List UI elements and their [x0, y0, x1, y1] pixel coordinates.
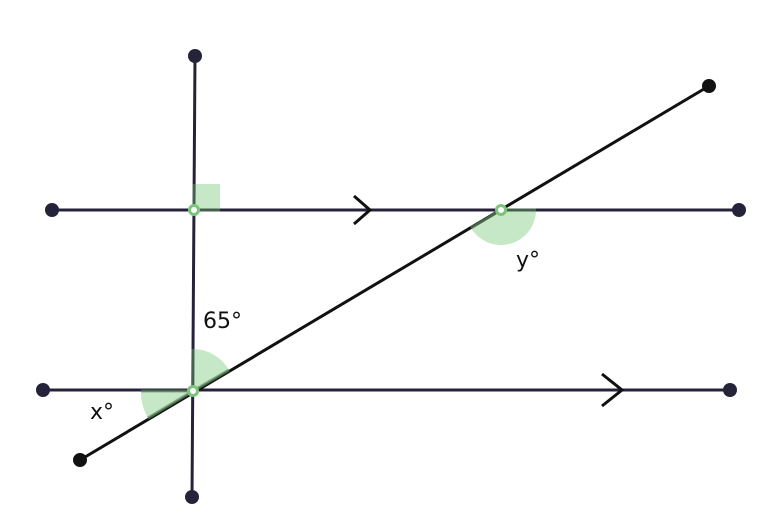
- endpoint: [45, 203, 59, 217]
- parallel-arrow-icon: [601, 372, 625, 408]
- perpendicular-line: [190, 55, 197, 498]
- intersection-point: [495, 204, 507, 216]
- parallel-arrow-icon: [353, 194, 373, 226]
- endpoint: [188, 49, 202, 63]
- transversal-line: [79, 84, 710, 462]
- overlap: [192, 368, 230, 393]
- angle-65-label: 65°: [203, 309, 242, 334]
- endpoint: [732, 203, 746, 217]
- endpoint: [73, 453, 87, 467]
- intersection-point: [188, 204, 200, 216]
- endpoint: [36, 383, 50, 397]
- intersection-point: [187, 385, 199, 397]
- endpoint: [702, 79, 716, 93]
- angle-x-label: x°: [90, 400, 114, 425]
- right-angle-marker: [194, 184, 220, 210]
- endpoint: [723, 383, 737, 397]
- endpoint: [185, 490, 199, 504]
- angle-y-label: y°: [516, 248, 540, 273]
- overlap: [147, 389, 194, 420]
- angle-65-sector: [193, 349, 229, 391]
